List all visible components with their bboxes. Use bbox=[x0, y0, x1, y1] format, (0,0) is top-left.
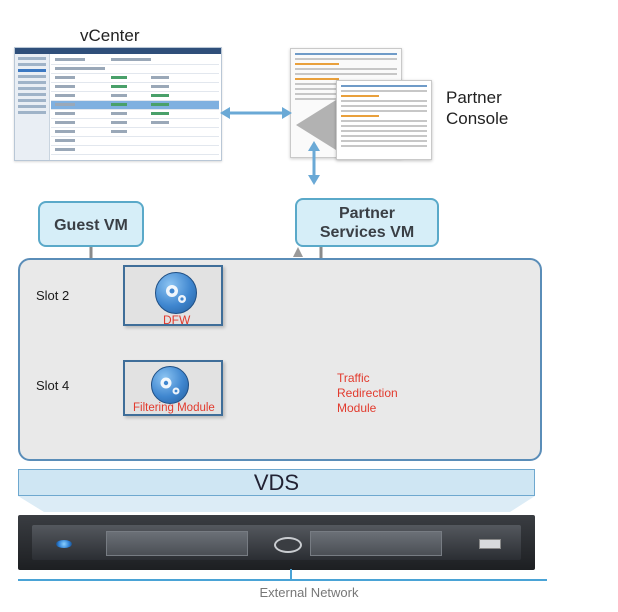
dfw-module: DFW bbox=[123, 265, 223, 327]
guest-vm-box: Guest VM bbox=[38, 201, 144, 247]
traffic-redirection-line1: Traffic bbox=[337, 371, 370, 385]
vcenter-screenshot bbox=[14, 47, 222, 161]
slot-4-label: Slot 4 bbox=[36, 378, 70, 393]
traffic-redirection-label: Traffic Redirection Module bbox=[337, 371, 398, 416]
usb-port-icon bbox=[479, 539, 501, 549]
guest-vm-label: Guest VM bbox=[54, 217, 128, 234]
vds-label: VDS bbox=[253, 470, 300, 495]
vcenter-title: vCenter bbox=[80, 26, 140, 45]
vertical-double-arrow bbox=[308, 141, 320, 185]
gear-icon bbox=[151, 366, 189, 404]
partner-services-vm-box: Partner Services VM bbox=[295, 198, 439, 247]
filtering-module: Filtering Module bbox=[123, 360, 223, 416]
partner-console-label: Partner Console bbox=[446, 87, 508, 129]
double-arrow-icon bbox=[220, 107, 292, 119]
power-led-icon bbox=[56, 540, 72, 548]
esxi-host-container bbox=[18, 258, 542, 461]
vds-bar: VDS bbox=[18, 469, 535, 496]
partner-console-label-line1: Partner bbox=[446, 88, 502, 107]
external-network-line bbox=[18, 579, 547, 581]
partner-console-screenshot-front bbox=[336, 80, 432, 160]
traffic-redirection-line2: Redirection bbox=[337, 386, 398, 400]
filtering-module-label: Filtering Module bbox=[133, 402, 215, 414]
slot-2-label: Slot 2 bbox=[36, 288, 70, 303]
partner-services-label-line1: Partner bbox=[338, 205, 396, 222]
external-network-label: External Network bbox=[259, 585, 359, 600]
partner-console-label-line2: Console bbox=[446, 109, 509, 128]
dfw-label: DFW bbox=[163, 313, 191, 327]
power-button-icon bbox=[274, 537, 302, 553]
server-icon bbox=[18, 515, 535, 570]
gear-icon bbox=[155, 272, 197, 314]
traffic-redirection-line3: Module bbox=[337, 401, 377, 415]
partner-services-label-line2: Services VM bbox=[319, 224, 415, 241]
vds-shadow bbox=[18, 496, 535, 512]
